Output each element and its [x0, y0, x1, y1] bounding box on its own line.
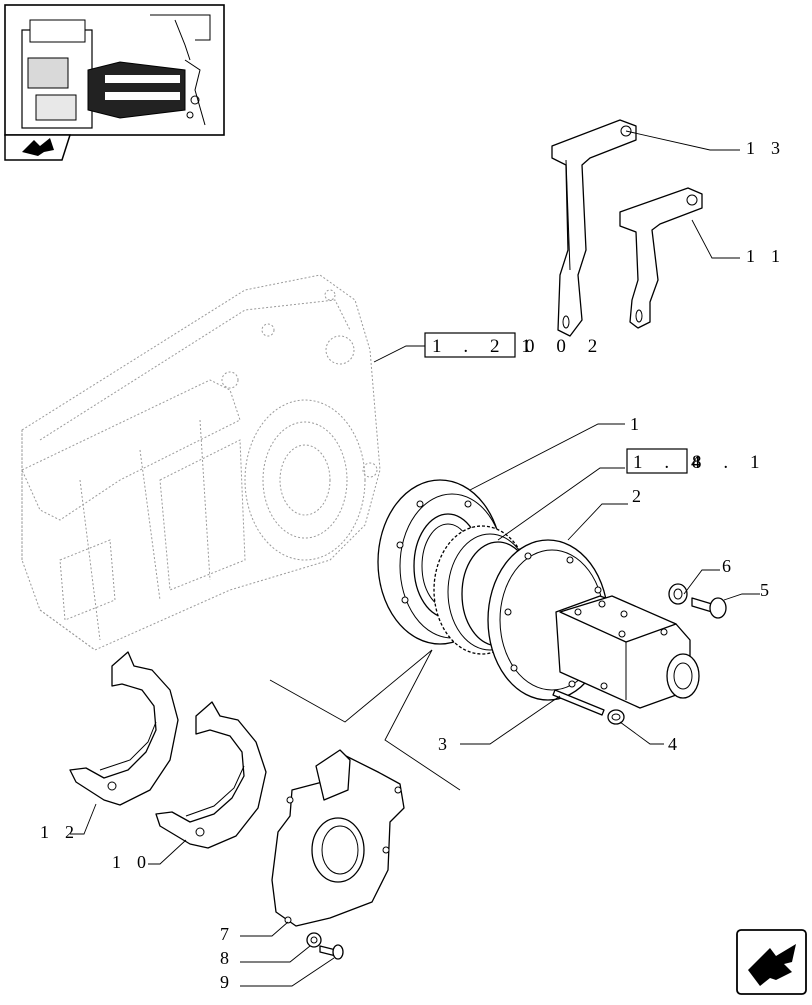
bolt-part-5[interactable] [691, 597, 727, 619]
callout-7: 7 [220, 924, 235, 944]
leader-lines [70, 130, 760, 987]
callout-4: 4 [668, 734, 683, 754]
pin-part-3[interactable] [552, 689, 605, 716]
tractor-rear-axle-thumbnail-icon [21, 14, 211, 129]
callout-2: 2 [632, 486, 647, 506]
callout-8: 8 [220, 948, 235, 968]
ref-boxed-text: 1 . 2 1 [432, 336, 539, 357]
transmission-housing-ghost [21, 274, 381, 651]
bolt-part-9[interactable] [319, 944, 344, 960]
ref-rest-text: 0 0 2 [525, 336, 606, 357]
ref-1-21-002[interactable]: 1 . 2 1 0 0 2 [424, 332, 606, 358]
callout-6: 6 [722, 556, 737, 576]
callout-3: 3 [438, 734, 453, 754]
callout-9: 9 [220, 972, 235, 992]
bracket-part-13[interactable] [551, 119, 637, 337]
callout-10: 1 0 [112, 852, 152, 872]
ref-rest-text: 8 . 1 [692, 452, 768, 473]
washer-part-8[interactable] [306, 932, 322, 948]
callout-1: 1 [630, 414, 645, 434]
washer-part-6[interactable] [668, 583, 688, 605]
callout-5: 5 [760, 580, 775, 600]
callout-12: 1 2 [40, 822, 80, 842]
cover-plate-part-7[interactable] [271, 749, 405, 927]
next-page-arrow-icon[interactable] [736, 929, 807, 995]
half-shell-part-12[interactable] [69, 651, 179, 806]
callout-11: 1 1 [746, 246, 786, 266]
bracket-part-11[interactable] [619, 187, 703, 329]
ref-boxed-text: 1 . 4 [633, 452, 709, 473]
callout-13: 1 3 [746, 138, 786, 158]
book-arrow-icon[interactable] [4, 134, 72, 161]
bushing-part-4[interactable] [607, 709, 625, 725]
hub-carrier-part-2[interactable] [487, 539, 700, 709]
ref-1-48-1[interactable]: 1 . 4 8 . 1 [626, 448, 768, 474]
half-shell-part-10[interactable] [155, 701, 267, 849]
overview-thumbnail[interactable] [4, 4, 225, 136]
